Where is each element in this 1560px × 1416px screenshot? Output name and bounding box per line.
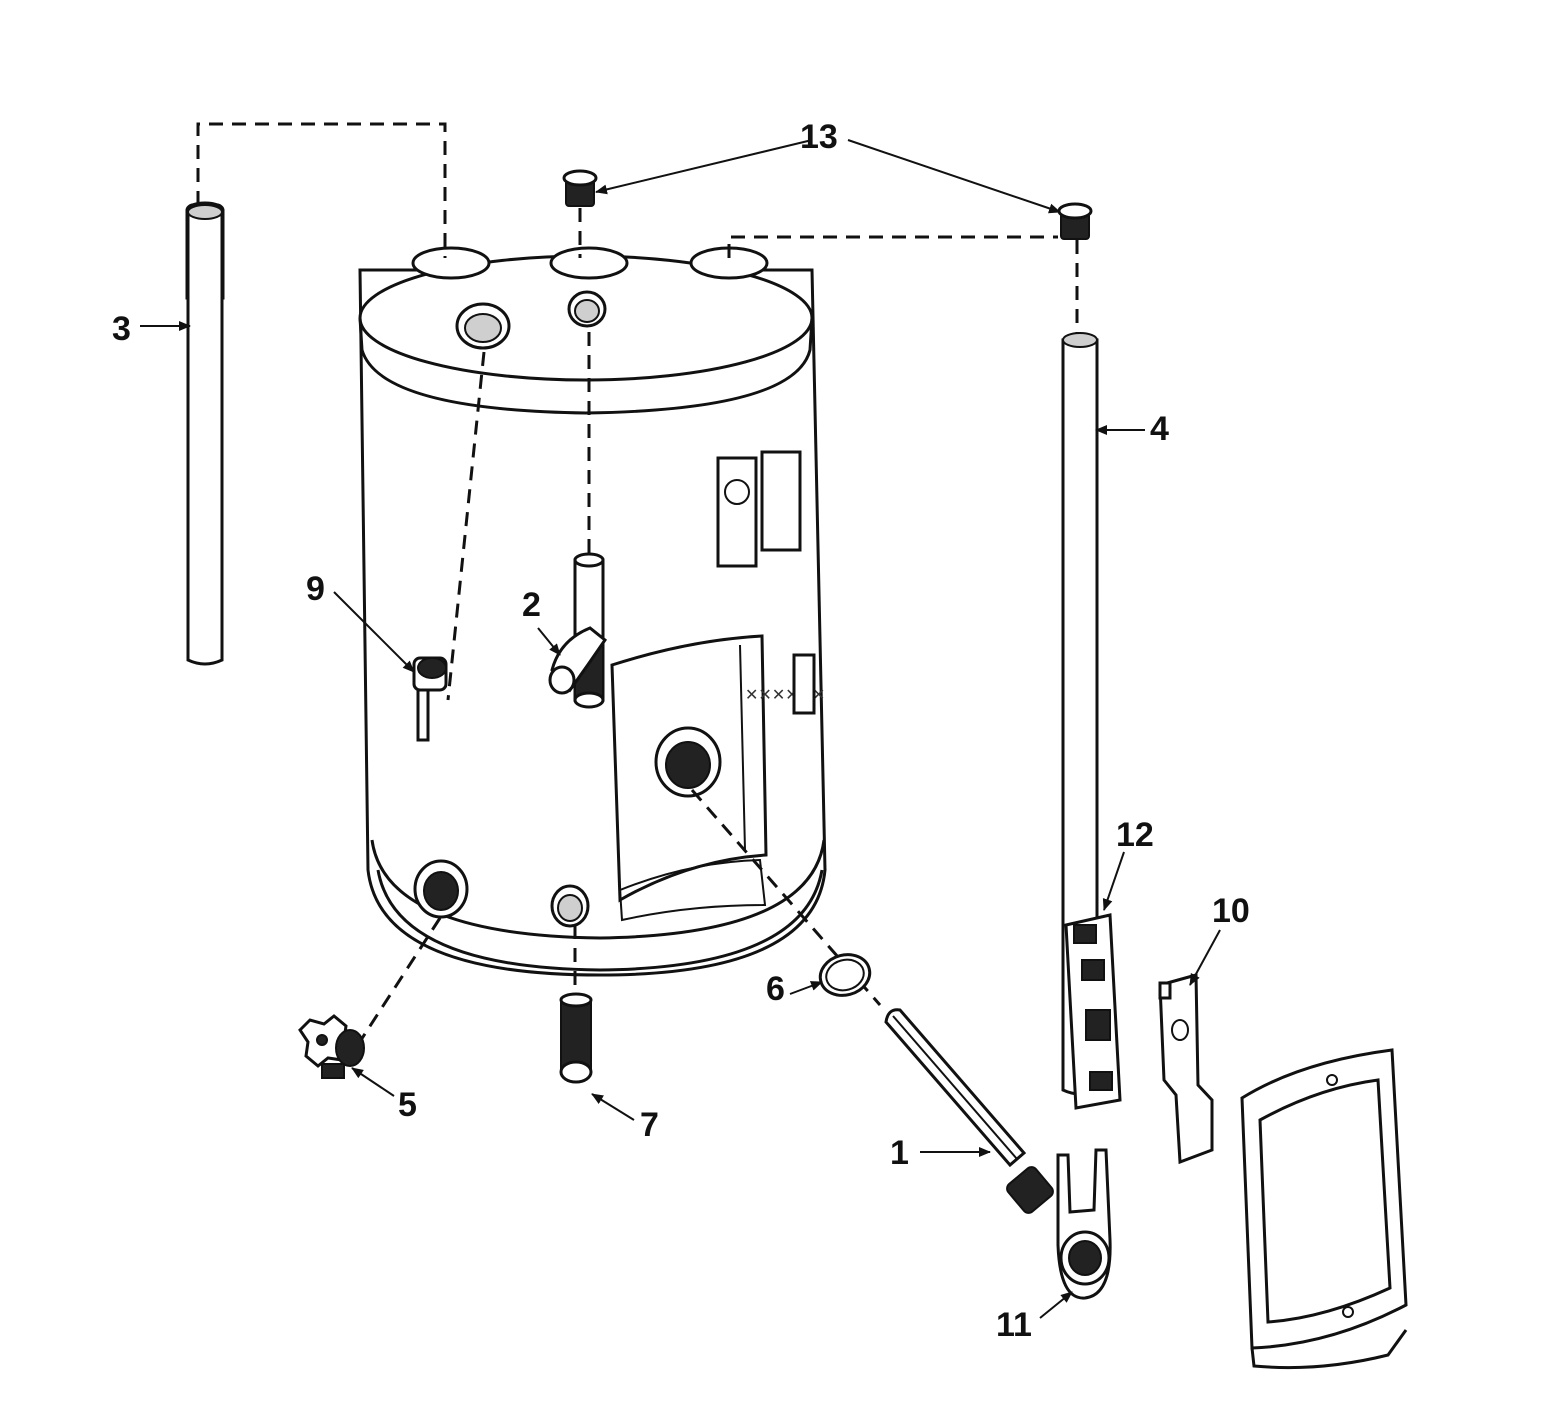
callout-6: 6 — [766, 970, 785, 1008]
thermostat-12 — [1064, 913, 1122, 1110]
nipple-2 — [548, 552, 608, 709]
leader-arrows — [140, 139, 1221, 1319]
callout-2: 2 — [522, 586, 541, 624]
callout-9: 9 — [306, 570, 325, 608]
pipe-3-full — [186, 204, 224, 666]
plug-fitting-13b — [1057, 202, 1093, 240]
bracket-11 — [1056, 1148, 1112, 1300]
gasket-6 — [818, 953, 872, 997]
callout-1: 1 — [890, 1134, 909, 1172]
center-top-port — [549, 246, 629, 280]
callout-12: 12 — [1116, 816, 1154, 854]
plug-fitting-13a — [562, 169, 598, 207]
cold-inlet-port — [411, 246, 491, 280]
nipple-7 — [559, 992, 593, 1084]
callout-7: 7 — [640, 1106, 659, 1144]
callout-labels: 1 2 3 4 5 6 7 9 10 11 12 13 — [112, 118, 1250, 1344]
callout-11: 11 — [996, 1306, 1032, 1344]
access-cover — [1240, 1048, 1408, 1370]
insulation-bracket-10 — [1158, 973, 1214, 1165]
heating-element-1 — [884, 1008, 1054, 1214]
callout-13: 13 — [800, 118, 838, 156]
callout-10: 10 — [1212, 892, 1250, 930]
valve-9 — [412, 656, 448, 742]
callout-4: 4 — [1150, 410, 1169, 448]
callout-5: 5 — [398, 1086, 417, 1124]
callout-3: 3 — [112, 310, 131, 348]
rating-label — [716, 456, 758, 568]
drain-valve-5 — [298, 1014, 365, 1079]
